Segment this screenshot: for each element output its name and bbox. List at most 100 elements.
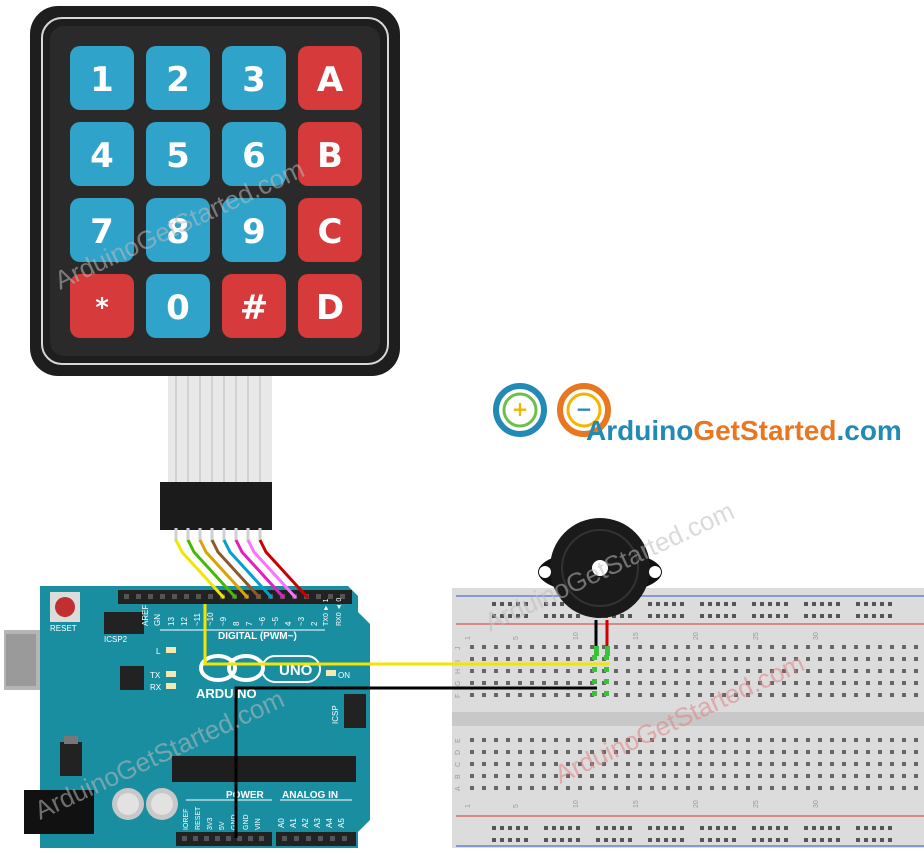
key-cap [222,46,286,110]
key-label: 2 [166,60,190,100]
keypad-key[interactable]: D [298,274,362,338]
key-cap [222,198,286,262]
ribbon [168,376,272,482]
key-cap [70,122,134,186]
analog-label: ANALOG IN [282,790,338,801]
power-header [176,832,272,846]
row-letter: C [455,762,462,767]
row-letter: B [455,774,462,779]
key-cap [298,198,362,262]
column-number-bottom: 1 [465,804,472,808]
keypad-connector [160,482,272,530]
keypad-key[interactable]: B [298,122,362,186]
key-cap [146,198,210,262]
keypad-key[interactable]: 3 [222,46,286,110]
analog-pin-label: A4 [325,818,334,828]
keypad-key[interactable]: 6 [222,122,286,186]
key-label: 4 [90,136,114,176]
power-pin-label: RESET [195,806,202,830]
analog-pin-label: A3 [313,818,322,828]
key-label: 9 [242,212,266,252]
digital-pin-label: 12 [180,617,189,626]
column-number-bottom: 5 [513,804,520,808]
column-number-top: 20 [693,632,700,640]
power-jack [24,790,94,834]
key-label: A [317,60,344,100]
tx0-label: TX0 ► 1 [323,598,330,626]
keypad-key[interactable]: 9 [222,198,286,262]
power-pin-label: 5V [219,821,226,830]
icsp2-label: ICSP2 [104,635,128,644]
keypad-key[interactable]: * [70,274,134,338]
digital-pin-label: 2 [310,621,319,626]
arduino-logo-icon [199,654,321,683]
keypad-key[interactable]: 1 [70,46,134,110]
keypad-wire [258,539,310,600]
digital-pin-label: 8 [232,621,241,626]
logo-text-part1: Arduino [586,415,693,446]
keypad-key[interactable]: 2 [146,46,210,110]
buzzer-signal-wire [203,604,609,666]
keypad-wire [246,539,298,600]
svg-text:−: − [576,397,593,421]
keypad-key[interactable]: # [222,274,286,338]
keypad-key[interactable]: A [298,46,362,110]
svg-text:+: + [512,397,529,421]
analog-pin-label: A1 [289,818,298,828]
column-number-top: 30 [813,632,820,640]
digital-pin-label: 13 [167,617,176,626]
power-pin-label: 3V3 [207,817,214,830]
keypad-wire [198,539,250,600]
key-cap [298,46,362,110]
column-number-top: 15 [633,632,640,640]
keypad-wire [222,539,274,600]
analog-pin-label: A2 [301,818,310,828]
tx-label: TX [150,671,161,680]
key-cap [298,122,362,186]
key-cap [146,46,210,110]
arduino-board [40,586,370,848]
keypad-key[interactable]: C [298,198,362,262]
breadboard-channel [452,712,924,726]
key-label: # [240,288,269,328]
column-number-bottom: 15 [633,800,640,808]
keypad-key[interactable]: 8 [146,198,210,262]
voltage-regulator [60,742,82,776]
aref-label: AREF [141,605,150,626]
column-number-top: 1 [465,636,472,640]
key-label: C [318,212,343,252]
digital-pin-label: 7 [245,621,254,626]
column-number-bottom: 30 [813,800,820,808]
wires [174,539,609,838]
keypad-key[interactable]: 5 [146,122,210,186]
usb-chip [120,666,144,690]
key-label: 5 [166,136,190,176]
key-cap [146,274,210,338]
key-label: * [95,293,109,323]
digital-pin-label: ~9 [219,616,228,626]
digital-pin-label: 4 [284,621,293,626]
keypad-wire [210,539,262,600]
keypad-key[interactable]: 4 [70,122,134,186]
keypad-key[interactable]: 0 [146,274,210,338]
site-logo: + − ArduinoGetStarted.com [493,383,902,446]
keypad-wire [186,539,238,600]
digital-pin-label: ~5 [271,616,280,626]
keypad-key[interactable]: 7 [70,198,134,262]
column-number-bottom: 25 [753,800,760,808]
key-cap [222,274,286,338]
key-label: 1 [90,60,114,100]
digital-pin-label: ~10 [206,612,215,626]
power-pin-label: GND [243,814,250,830]
icsp-label: ICSP [331,705,340,724]
piezo-buzzer [538,518,662,656]
row-letter: E [455,738,462,743]
keypad-wire [234,539,286,600]
key-label: D [316,288,344,328]
key-cap [146,122,210,186]
